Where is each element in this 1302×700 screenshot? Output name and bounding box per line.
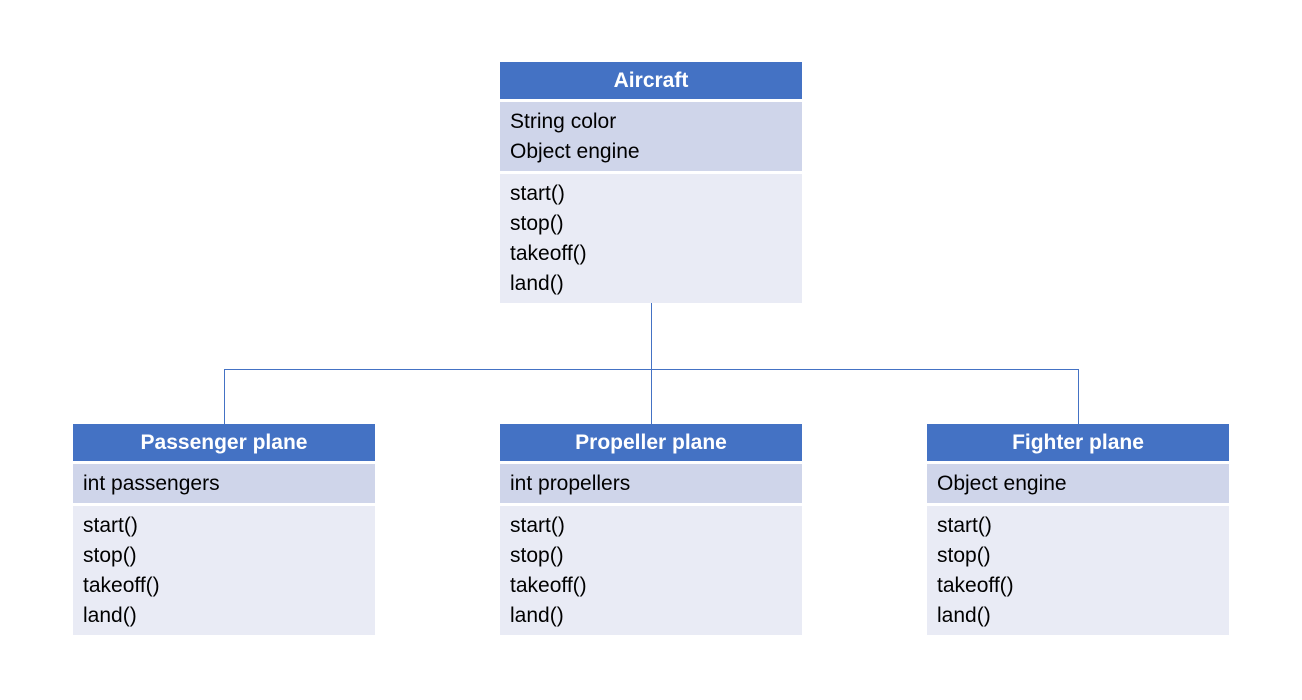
attributes-section: int passengers (73, 464, 375, 503)
attribute-item: int passengers (83, 472, 220, 495)
class-name: Aircraft (500, 62, 802, 99)
class-box-aircraft: Aircraft String color Object engine star… (500, 62, 802, 303)
class-name: Passenger plane (73, 424, 375, 461)
method-item: stop() (510, 544, 564, 567)
methods-section: start() stop() takeoff() land() (500, 506, 802, 635)
class-box-fighter-plane: Fighter plane Object engine start() stop… (927, 424, 1229, 635)
method-item: start() (510, 182, 565, 205)
method-item: start() (510, 514, 565, 537)
method-item: takeoff() (937, 574, 1014, 597)
method-item: stop() (83, 544, 137, 567)
class-name: Propeller plane (500, 424, 802, 461)
method-item: takeoff() (83, 574, 160, 597)
attributes-section: Object engine (927, 464, 1229, 503)
method-item: land() (937, 604, 991, 627)
method-item: takeoff() (510, 574, 587, 597)
methods-section: start() stop() takeoff() land() (500, 174, 802, 303)
method-item: takeoff() (510, 242, 587, 265)
attribute-item: String color (510, 110, 617, 133)
attribute-item: int propellers (510, 472, 631, 495)
class-box-passenger-plane: Passenger plane int passengers start() s… (73, 424, 375, 635)
attributes-section: int propellers (500, 464, 802, 503)
attribute-item: Object engine (937, 472, 1067, 495)
class-box-propeller-plane: Propeller plane int propellers start() s… (500, 424, 802, 635)
method-item: land() (83, 604, 137, 627)
methods-section: start() stop() takeoff() land() (927, 506, 1229, 635)
method-item: stop() (937, 544, 991, 567)
attributes-section: String color Object engine (500, 102, 802, 171)
attribute-item: Object engine (510, 140, 640, 163)
class-name: Fighter plane (927, 424, 1229, 461)
method-item: start() (83, 514, 138, 537)
method-item: start() (937, 514, 992, 537)
methods-section: start() stop() takeoff() land() (73, 506, 375, 635)
method-item: land() (510, 604, 564, 627)
method-item: land() (510, 272, 564, 295)
method-item: stop() (510, 212, 564, 235)
